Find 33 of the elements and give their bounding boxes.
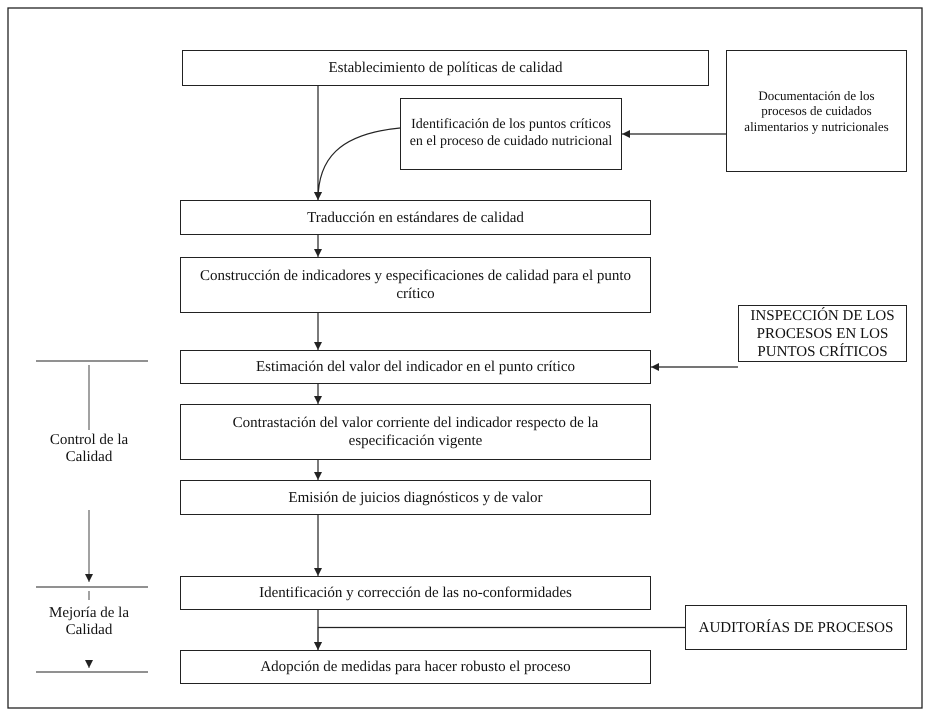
- box-text: Construcción de indicadores y especificaciones de calidad para el punto crítico: [198, 267, 632, 303]
- box-text: Documentación de los procesos de cuidados alimentarios y nutricionales: [743, 88, 890, 134]
- box-text: Adopción de medidas para hacer robusto el proceso: [260, 658, 571, 676]
- arrow: [651, 363, 738, 371]
- arrow: [314, 460, 322, 480]
- process-box: [180, 350, 651, 384]
- arrow: [314, 235, 322, 257]
- box-text: Estimación del valor del indicador en el punto crítico: [256, 358, 576, 376]
- box-text: Identificación de los puntos críticos en el proceso de cuidado nutricional: [409, 117, 613, 151]
- process-box: [400, 98, 622, 170]
- arrow: [622, 130, 726, 138]
- box-text: Identificación y corrección de las no-conformidades: [259, 584, 572, 602]
- process-box: [685, 605, 907, 650]
- process-box: [180, 576, 651, 610]
- process-box: [180, 404, 651, 460]
- arrow: [314, 515, 322, 576]
- process-box: [182, 50, 709, 86]
- process-box: [180, 480, 651, 515]
- process-box: [180, 200, 651, 235]
- arrow: [314, 384, 322, 404]
- box-text: Traducción en estándares de calidad: [307, 208, 524, 226]
- arrow: [314, 127, 400, 200]
- process-box: [180, 257, 651, 313]
- box-text: Establecimiento de políticas de calidad: [328, 59, 563, 77]
- box-text: Emisión de juicios diagnósticos y de valor: [288, 488, 543, 506]
- process-box: [180, 650, 651, 684]
- box-text: Contrastación del valor corriente del indicador respecto de la especificación vigente: [232, 414, 600, 450]
- box-text: INSPECCIÓN DE LOS PROCESOS EN LOS PUNTOS CRÍTICOS: [749, 306, 896, 360]
- box-text: AUDITORÍAS DE PROCESOS: [698, 618, 894, 636]
- arrow: [314, 626, 685, 650]
- process-box: [738, 305, 907, 362]
- arrow: [314, 313, 322, 350]
- process-box: [726, 50, 907, 172]
